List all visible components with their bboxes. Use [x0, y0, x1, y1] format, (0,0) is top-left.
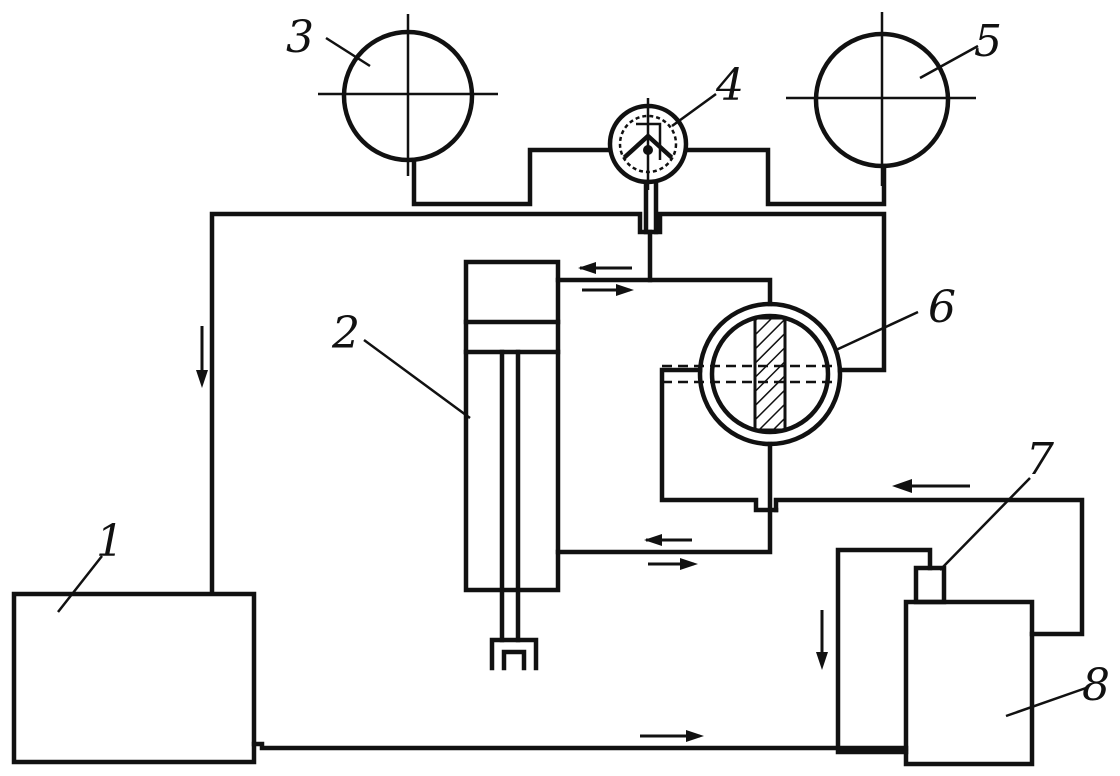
component-7-pump — [913, 565, 947, 605]
label-1: 1 — [96, 516, 124, 567]
label-7: 7 — [1026, 434, 1054, 485]
label-5: 5 — [974, 16, 1002, 67]
component-4-rotary-valve — [607, 98, 689, 190]
label-4: 4 — [715, 60, 744, 111]
component-3-gauge — [318, 14, 498, 176]
number-labels: 1 2 3 4 5 6 7 8 — [96, 12, 1110, 711]
component-8-tank — [903, 599, 1035, 767]
component-1-block — [11, 591, 257, 765]
component-5-gauge — [786, 12, 976, 186]
label-2: 2 — [331, 308, 360, 359]
pipelines — [209, 147, 1085, 755]
label-8: 8 — [1082, 660, 1110, 711]
flow-arrows — [196, 262, 970, 742]
component-2-cylinder — [463, 259, 561, 671]
label-3: 3 — [286, 12, 314, 63]
leader-lines — [57, 36, 1087, 718]
component-6-distributor-valve — [662, 301, 843, 447]
label-6: 6 — [928, 282, 956, 333]
